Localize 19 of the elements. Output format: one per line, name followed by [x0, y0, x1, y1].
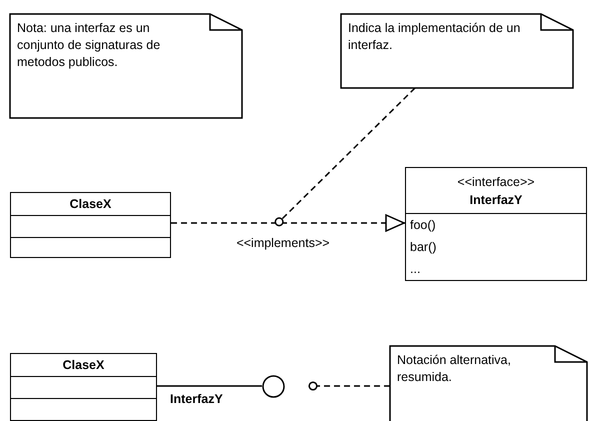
- class-name: InterfazY: [470, 192, 522, 208]
- note-text: Nota: una interfaz es un conjunto de signaturas de metodos publicos.: [17, 20, 162, 71]
- connector: [157, 385, 262, 387]
- note-text: Notación alternativa, resumida.: [397, 352, 512, 386]
- class-box: [10, 192, 171, 258]
- interface-name: InterfazY: [170, 392, 223, 406]
- class-box: [405, 167, 587, 281]
- note-text: Indica la implementación de un interfaz.: [348, 20, 522, 54]
- dashed-connector: [274, 87, 416, 226]
- operation: bar(): [410, 239, 436, 256]
- stereotype: <<interface>>: [457, 174, 535, 190]
- class-name: ClaseX: [62, 357, 104, 374]
- dashed-connector: [308, 381, 390, 391]
- class-name: ClaseX: [70, 196, 112, 213]
- operation: foo(): [410, 217, 436, 234]
- operation: ...: [410, 261, 420, 278]
- class-box: [10, 353, 157, 421]
- edge-label: <<implements>>: [234, 236, 332, 250]
- dashed-connector: [171, 214, 405, 232]
